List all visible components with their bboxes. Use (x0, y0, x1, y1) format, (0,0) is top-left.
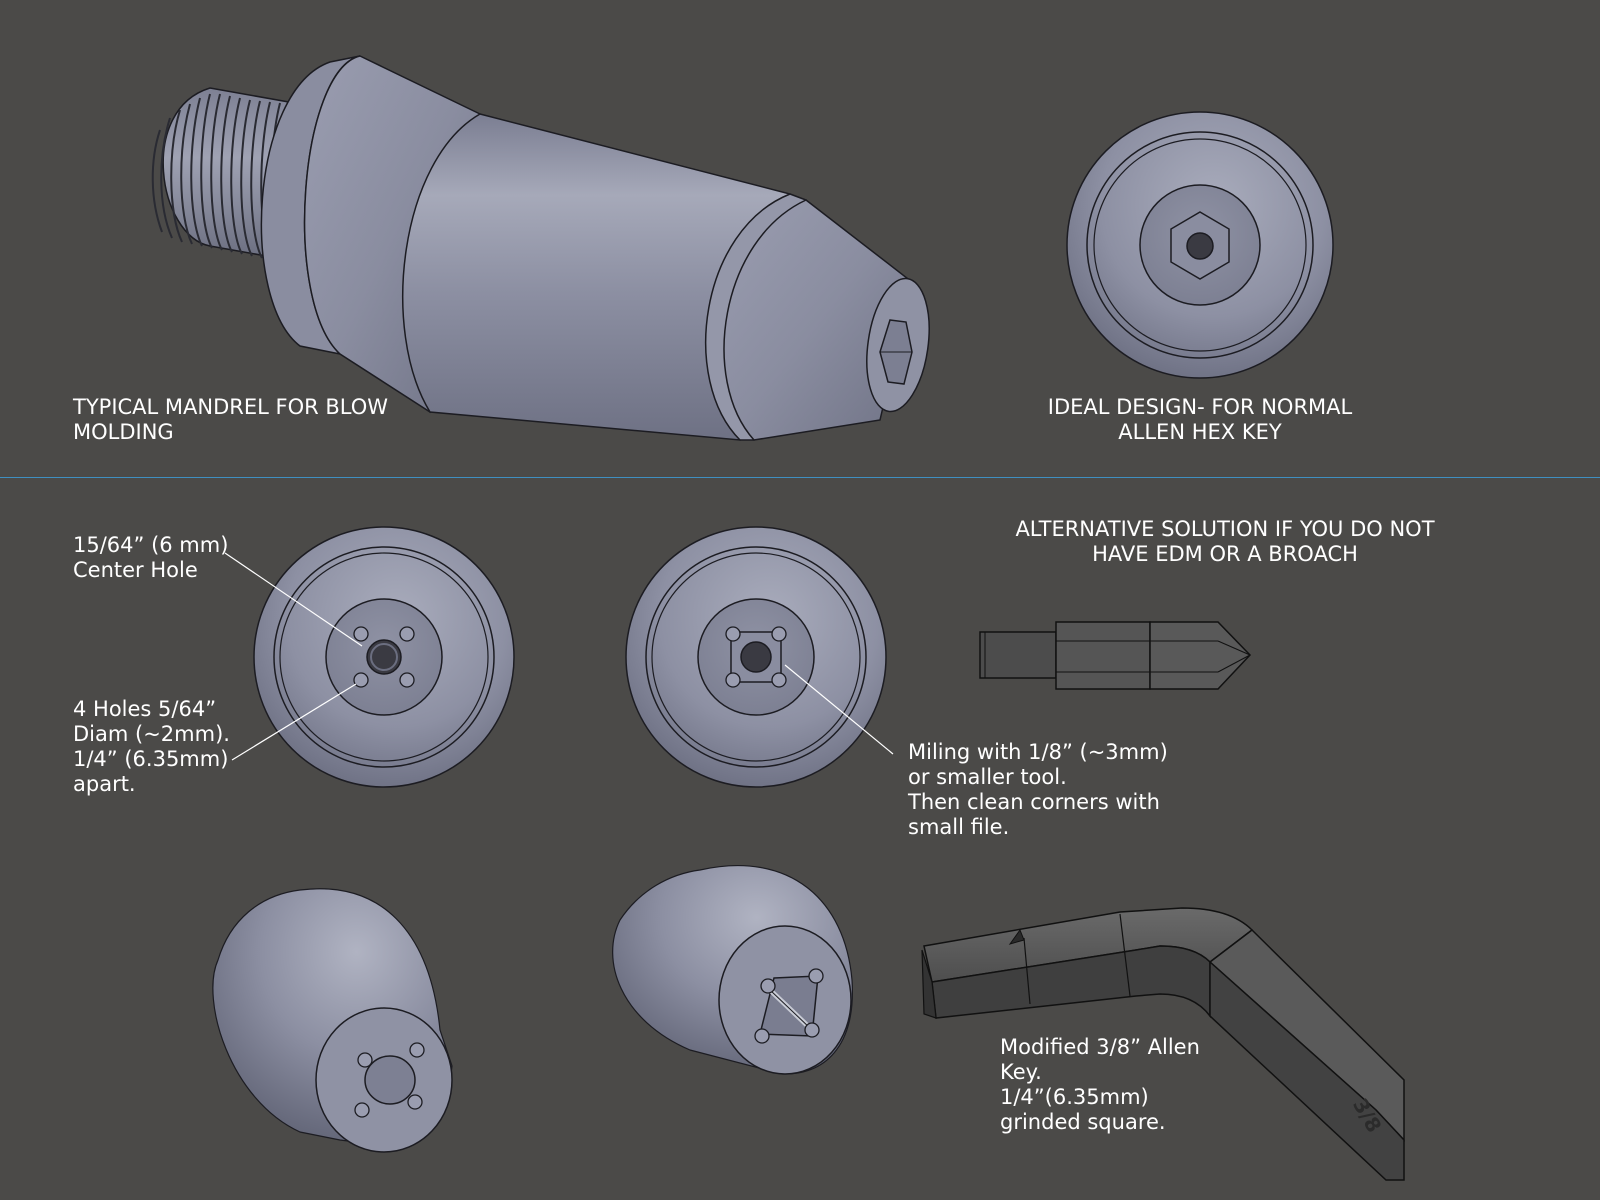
ideal-design-end-view (1066, 111, 1334, 379)
caption-alternative-solution: ALTERNATIVE SOLUTION IF YOU DO NOT HAVE … (1000, 517, 1450, 567)
leader-lines (224, 552, 894, 761)
caption-line: ALLEN HEX KEY (1118, 420, 1282, 444)
caption-line: or smaller tool. (908, 765, 1067, 789)
threaded-end (151, 87, 301, 263)
caption-line: TYPICAL MANDREL FOR BLOW (73, 395, 389, 419)
milled-square-nose-3d-view (612, 865, 853, 1075)
caption-line: 1/4”(6.35mm) (1000, 1085, 1149, 1109)
four-hole-end-view (253, 526, 515, 788)
four-hole-nose-3d-view (212, 888, 453, 1153)
caption-line: HAVE EDM OR A BROACH (1092, 542, 1358, 566)
caption-modified-key: Modified 3/8” Allen Key. 1/4”(6.35mm) gr… (1000, 1035, 1200, 1135)
caption-line: Modified 3/8” Allen (1000, 1035, 1200, 1059)
hex-bit-side-view (979, 621, 1252, 690)
caption-line: IDEAL DESIGN- FOR NORMAL (1047, 395, 1353, 419)
caption-line: apart. (73, 772, 136, 796)
caption-line: Center Hole (73, 558, 198, 582)
caption-ideal-design: IDEAL DESIGN- FOR NORMAL ALLEN HEX KEY (1030, 395, 1370, 445)
milled-square-end-view (625, 526, 887, 788)
caption-milling: Miling with 1/8” (~3mm) or smaller tool.… (908, 740, 1168, 840)
caption-four-holes: 4 Holes 5/64” Diam (~2mm). 1/4” (6.35mm)… (73, 697, 230, 797)
leader-milling (784, 664, 894, 755)
caption-line: MOLDING (73, 420, 174, 444)
caption-center-hole: 15/64” (6 mm) Center Hole (73, 533, 228, 583)
section-divider (0, 477, 1600, 478)
leader-center-hole (224, 552, 363, 647)
caption-typical-mandrel: TYPICAL MANDREL FOR BLOW MOLDING (73, 395, 388, 445)
caption-line: ALTERNATIVE SOLUTION IF YOU DO NOT (1015, 517, 1435, 541)
caption-line: Key. (1000, 1060, 1042, 1084)
leader-four-holes (231, 683, 357, 761)
typical-mandrel-drawing (151, 55, 930, 441)
caption-line: 1/4” (6.35mm) (73, 747, 229, 771)
caption-line: Diam (~2mm). (73, 722, 230, 746)
caption-line: grinded square. (1000, 1110, 1166, 1134)
caption-line: Then clean corners with (908, 790, 1160, 814)
caption-line: small file. (908, 815, 1010, 839)
caption-line: Miling with 1/8” (~3mm) (908, 740, 1168, 764)
caption-line: 4 Holes 5/64” (73, 697, 217, 721)
modified-allen-key-drawing: 3/8 (921, 907, 1405, 1181)
caption-line: 15/64” (6 mm) (73, 533, 229, 557)
